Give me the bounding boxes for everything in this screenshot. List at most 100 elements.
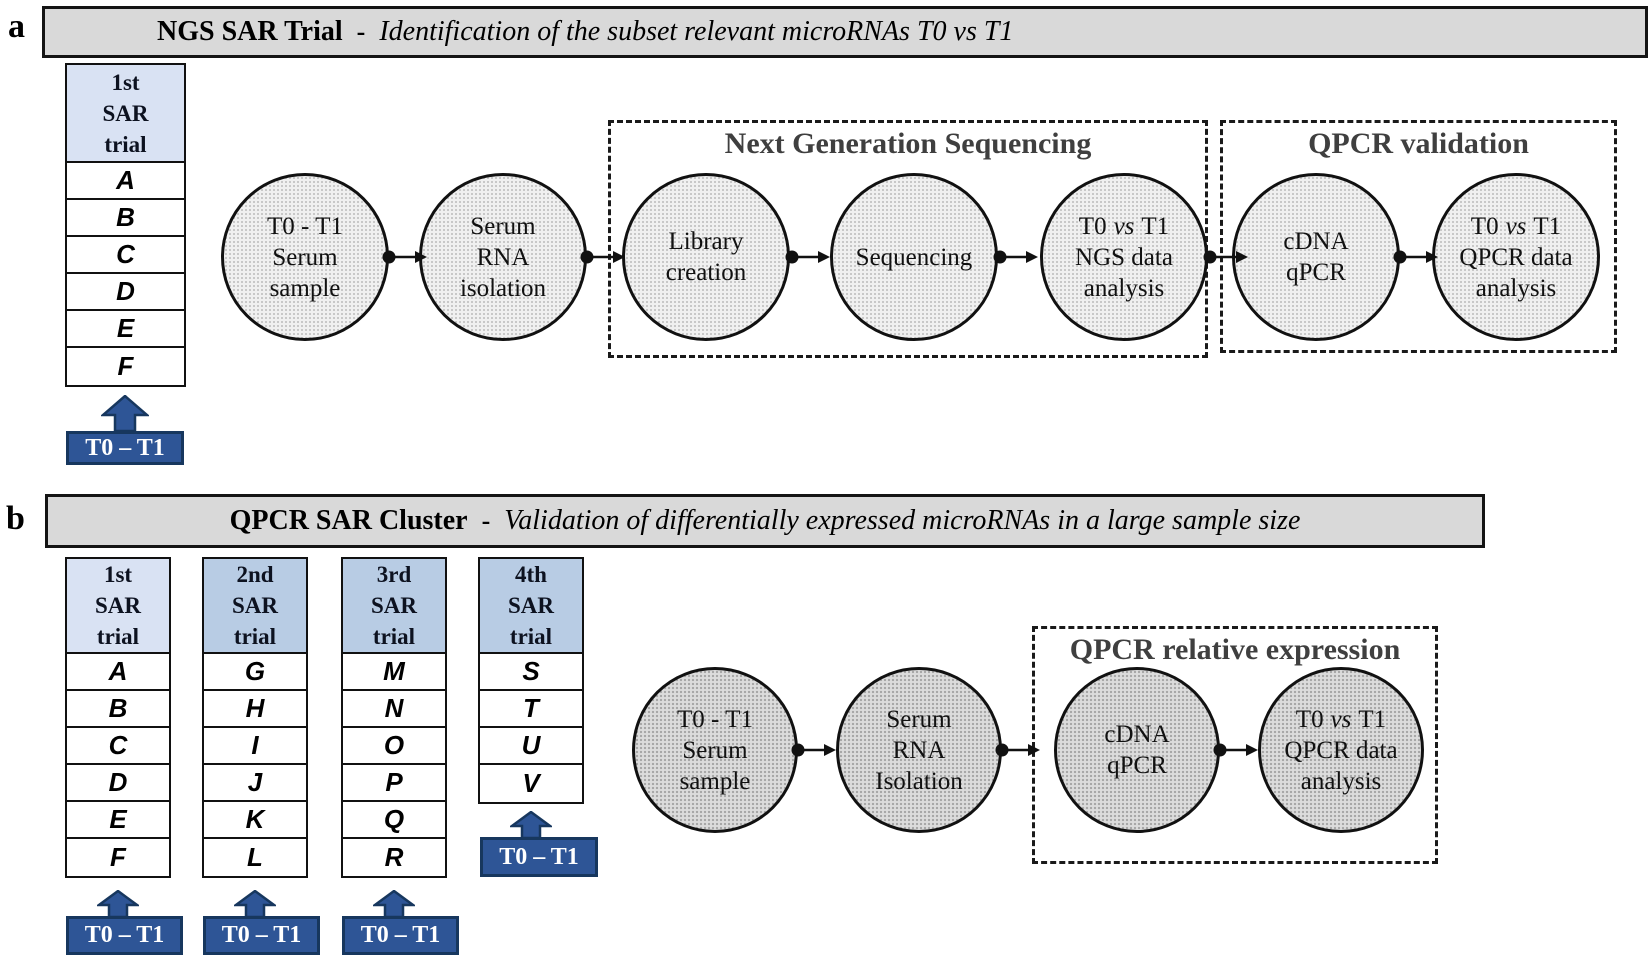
trial-header-line: SAR <box>370 593 417 618</box>
circle-line: analysis <box>1475 274 1557 302</box>
connector-arrow-icon <box>791 743 836 757</box>
table-row: L <box>204 839 306 876</box>
table-row: M <box>343 654 445 691</box>
circle-line: Serum <box>470 212 536 240</box>
circle-line: Sequencing <box>855 243 973 271</box>
panel-b-title-separator: - <box>481 506 491 535</box>
connector-arrow-icon <box>1213 743 1258 757</box>
trial-table-header-3rd: 3rd SAR trial <box>343 559 445 654</box>
flow-circle-library-creation: Library creation <box>622 173 790 341</box>
table-row: H <box>204 691 306 728</box>
circle-line: T0 - T1 <box>267 212 343 240</box>
qpcr-validation-group-title: QPCR validation <box>1308 127 1529 160</box>
trial-header-line: 3rd <box>376 562 412 587</box>
circle-line: analysis <box>1083 274 1165 302</box>
flow-circle-rna-isolation: Serum RNA isolation <box>419 173 587 341</box>
table-row: U <box>480 728 582 765</box>
circle-line: QPCR data <box>1284 736 1398 764</box>
circle-line: T0 - T1 <box>677 705 753 733</box>
trial-header-line: 1st <box>103 562 133 587</box>
table-row: D <box>67 765 169 802</box>
table-row: C <box>67 728 169 765</box>
panel-a-trial-table: 1st SAR trial A B C D E F <box>65 63 186 387</box>
qpcr-relative-expression-title: QPCR relative expression <box>1069 633 1401 666</box>
table-row: T <box>480 691 582 728</box>
panel-b-subtitle: Validation of differentially expressed m… <box>504 505 1301 536</box>
table-row: I <box>204 728 306 765</box>
trial-table-header-2nd: 2nd SAR trial <box>204 559 306 654</box>
flow-circle-sequencing: Sequencing <box>830 173 998 341</box>
table-row: R <box>343 839 445 876</box>
table-row: E <box>67 311 184 348</box>
table-row: D <box>67 274 184 311</box>
t0-t1-label: T0 – T1 <box>342 916 459 955</box>
trial-header-line: trial <box>233 624 277 649</box>
panel-b-trial-table-1st: 1st SAR trial A B C D E F <box>65 557 171 878</box>
trial-table-header-1st: 1st SAR trial <box>67 65 184 163</box>
t0-t1-label: T0 – T1 <box>480 837 598 877</box>
panel-b-trial-table-4th: 4th SAR trial S T U V <box>478 557 584 804</box>
table-row: C <box>67 237 184 274</box>
connector-arrow-icon <box>785 250 830 264</box>
circle-line: creation <box>665 259 747 286</box>
table-row: O <box>343 728 445 765</box>
panel-a-title: NGS SAR Trial <box>157 16 343 47</box>
flow-circle-serum-sample: T0 - T1 Serum sample <box>632 667 798 833</box>
ngs-group-box: Next Generation Sequencing <box>608 120 1208 358</box>
qpcr-relative-expression-group-box: QPCR relative expression <box>1032 626 1438 864</box>
circle-line: sample <box>269 274 341 302</box>
table-row: V <box>480 765 582 802</box>
trial-header-line: trial <box>372 624 416 649</box>
circle-line: qPCR <box>1107 752 1167 779</box>
up-arrow-icon <box>101 395 149 432</box>
up-arrow-icon <box>510 811 552 839</box>
table-row: F <box>67 348 184 385</box>
t0-t1-label: T0 – T1 <box>203 916 320 955</box>
circle-line: sample <box>679 767 751 795</box>
table-row: S <box>480 654 582 691</box>
circle-line: Library <box>668 228 744 255</box>
qpcr-validation-group-box: QPCR validation <box>1220 120 1617 353</box>
circle-line: NGS data <box>1075 243 1173 271</box>
circle-line: Isolation <box>875 767 963 795</box>
flow-circle-rna-isolation: Serum RNA Isolation <box>836 667 1002 833</box>
table-row: E <box>67 802 169 839</box>
table-row: B <box>67 200 184 237</box>
table-row: K <box>204 802 306 839</box>
circle-line: RNA <box>892 736 946 764</box>
panel-b-trial-table-3rd: 3rd SAR trial M N O P Q R <box>341 557 447 878</box>
circle-line: cDNA <box>1283 228 1349 255</box>
panel-b-title: QPCR SAR Cluster <box>229 505 468 536</box>
circle-line: cDNA <box>1104 721 1170 748</box>
connector-arrow-icon <box>580 250 625 264</box>
up-arrow-icon <box>234 890 276 918</box>
table-row: F <box>67 839 169 876</box>
circle-line: QPCR data <box>1459 243 1573 271</box>
t0-t1-label: T0 – T1 <box>66 916 183 955</box>
panel-a-label: a <box>8 8 25 45</box>
trial-table-header-1st: 1st SAR trial <box>67 559 169 654</box>
up-arrow-icon <box>373 890 415 918</box>
trial-header-line: trial <box>509 624 553 649</box>
panel-a-title-separator: - <box>356 17 366 46</box>
circle-line: Serum <box>886 705 952 733</box>
trial-header-line: SAR <box>231 593 278 618</box>
circle-line: isolation <box>459 274 547 302</box>
trial-header-line: SAR <box>507 593 554 618</box>
flow-circle-serum-sample: T0 - T1 Serum sample <box>221 173 389 341</box>
panel-b-label: b <box>6 500 25 537</box>
ngs-group-title: Next Generation Sequencing <box>724 127 1092 160</box>
table-row: Q <box>343 802 445 839</box>
trial-header-line: SAR <box>102 100 149 126</box>
circle-line: RNA <box>476 243 530 271</box>
trial-header-line: SAR <box>94 593 141 618</box>
panel-b-trial-table-2nd: 2nd SAR trial G H I J K L <box>202 557 308 878</box>
panel-a-header-bar: NGS SAR Trial - Identification of the su… <box>42 6 1648 58</box>
